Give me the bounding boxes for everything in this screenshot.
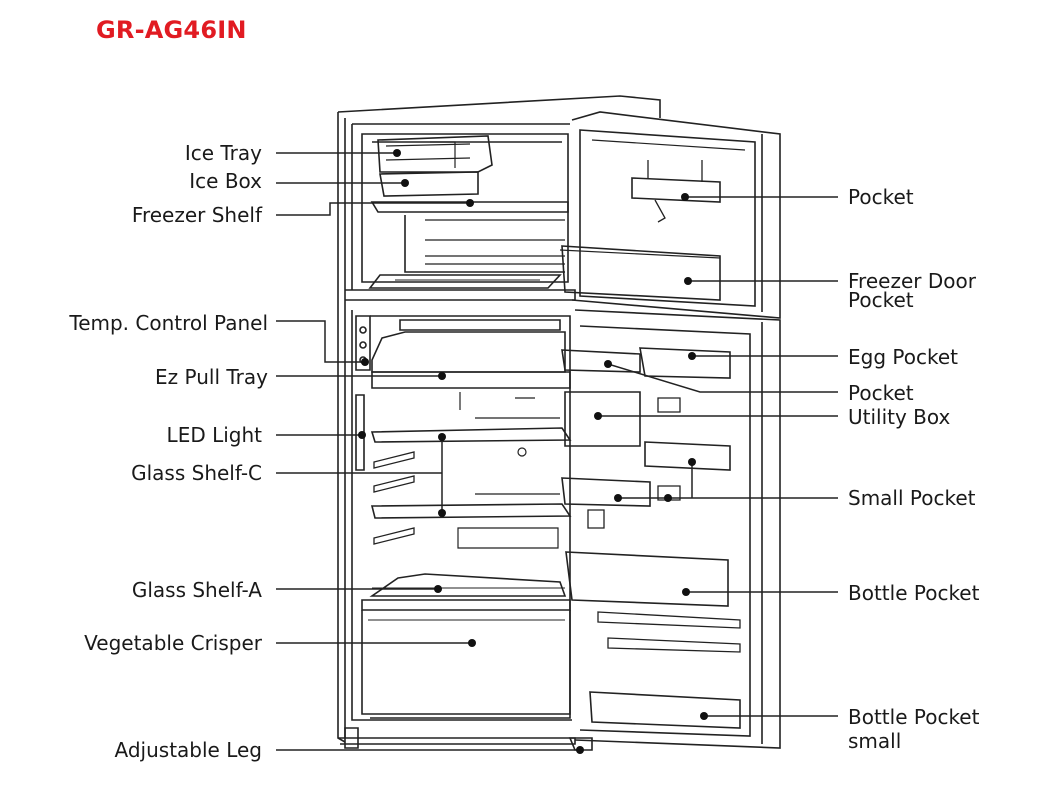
label-pocket-top: Pocket xyxy=(848,185,914,209)
label-bottle-pocket-small-line2: small xyxy=(848,729,902,753)
label-glass-shelf-c: Glass Shelf-C xyxy=(131,461,262,485)
label-bottle-pocket: Bottle Pocket xyxy=(848,581,980,605)
label-freezer-door-pocket-line2: Pocket xyxy=(848,288,914,312)
label-small-pocket: Small Pocket xyxy=(848,486,976,510)
label-vegetable-crisper: Vegetable Crisper xyxy=(84,631,262,655)
leader-dots xyxy=(358,149,708,754)
cabinet-outline xyxy=(337,95,661,745)
label-pocket-mid: Pocket xyxy=(848,381,914,405)
label-temp-control-panel: Temp. Control Panel xyxy=(69,311,268,335)
model-title: GR-AG46IN xyxy=(96,16,247,44)
fridge-door xyxy=(561,309,781,749)
ice-tray-box-drawing xyxy=(377,135,493,197)
freezer-door xyxy=(559,111,781,319)
label-glass-shelf-a: Glass Shelf-A xyxy=(131,578,262,602)
label-bottle-pocket-small-line1: Bottle Pocket xyxy=(848,705,980,729)
label-freezer-shelf: Freezer Shelf xyxy=(131,203,262,227)
fridge-compartment xyxy=(344,315,593,751)
label-egg-pocket: Egg Pocket xyxy=(848,345,958,369)
label-ez-pull-tray: Ez Pull Tray xyxy=(155,365,268,389)
label-adjustable-leg: Adjustable Leg xyxy=(114,738,262,762)
label-utility-box: Utility Box xyxy=(848,405,951,429)
freezer-compartment xyxy=(361,133,569,289)
label-ice-box: Ice Box xyxy=(189,169,262,193)
leader-lines xyxy=(276,152,838,751)
label-ice-tray: Ice Tray xyxy=(184,141,262,165)
label-led-light: LED Light xyxy=(166,423,262,447)
label-freezer-door-pocket-line1: Freezer Door xyxy=(848,269,976,293)
